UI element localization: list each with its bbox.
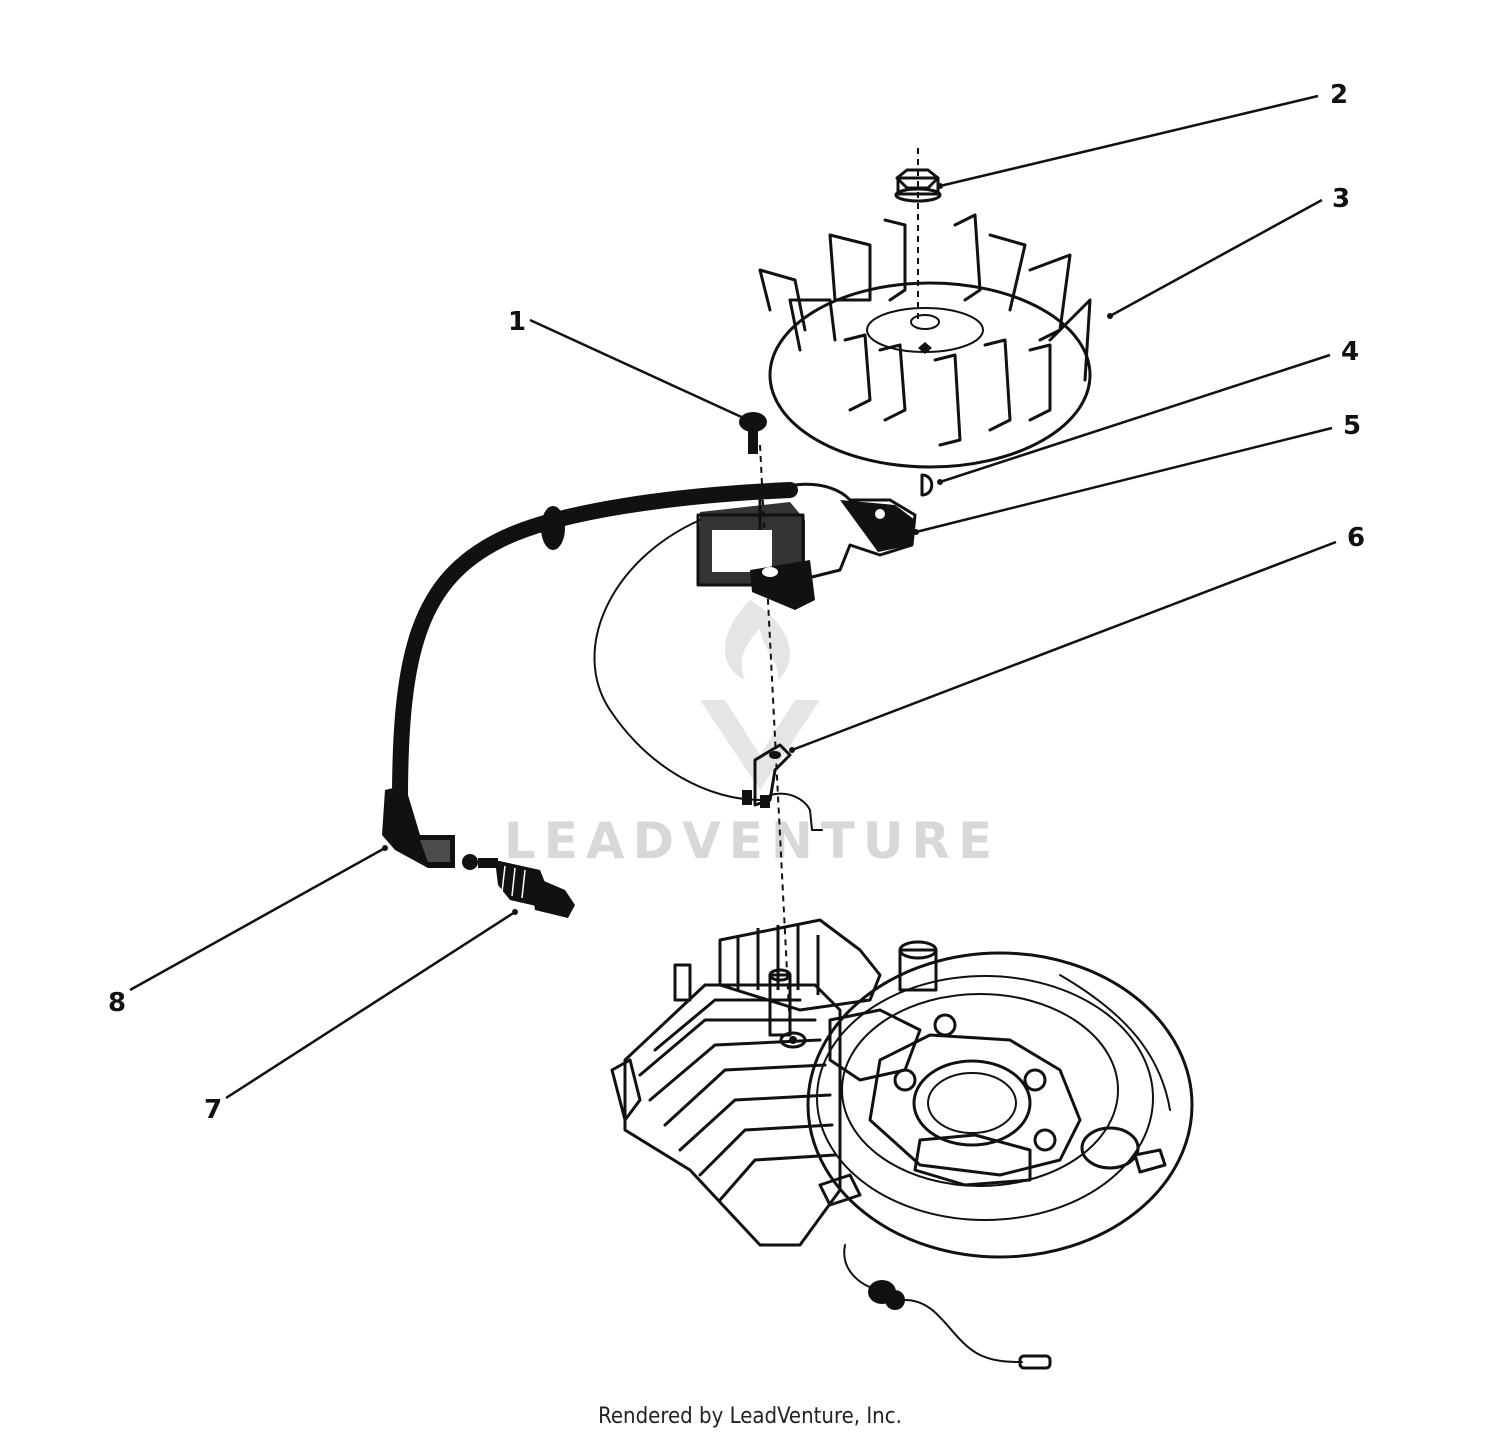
spark-plug-lead	[382, 482, 798, 868]
callout-2: 2	[1330, 80, 1348, 110]
leader-1	[529, 318, 749, 422]
leader-lines	[129, 94, 1337, 1100]
wire-bracket	[742, 743, 792, 808]
leader-2	[939, 94, 1319, 188]
leader-4	[939, 353, 1331, 484]
callout-4: 4	[1341, 337, 1359, 367]
footer-credit: Rendered by LeadVenture, Inc.	[598, 1404, 902, 1429]
callout-1: 1	[508, 307, 526, 337]
callout-5: 5	[1343, 411, 1361, 441]
ground-wire-end	[769, 792, 823, 831]
ground-wire	[593, 519, 761, 801]
watermark: LEADVENTURE	[504, 600, 1000, 870]
callout-labels: 1 2 3 4 5 6 7 8	[108, 80, 1365, 1125]
leader-5	[915, 426, 1333, 534]
leader-8	[129, 846, 386, 992]
callout-8: 8	[108, 988, 126, 1018]
leader-6	[791, 540, 1337, 752]
coil-axis-line	[759, 444, 791, 1031]
callout-6: 6	[1347, 523, 1365, 553]
callout-7: 7	[204, 1095, 222, 1125]
engine-block	[610, 918, 1194, 1259]
watermark-text: LEADVENTURE	[504, 812, 1000, 870]
ignition-coil	[696, 482, 917, 610]
flywheel	[758, 213, 1092, 469]
flywheel-key	[920, 473, 934, 497]
callout-3: 3	[1332, 184, 1350, 214]
coil-mounting-screw	[739, 412, 767, 454]
spark-plug	[462, 854, 575, 918]
kill-switch-wire	[843, 1244, 1052, 1370]
leader-7	[225, 910, 516, 1100]
leader-3	[1109, 198, 1323, 318]
watermark-logo-icon	[700, 600, 820, 790]
